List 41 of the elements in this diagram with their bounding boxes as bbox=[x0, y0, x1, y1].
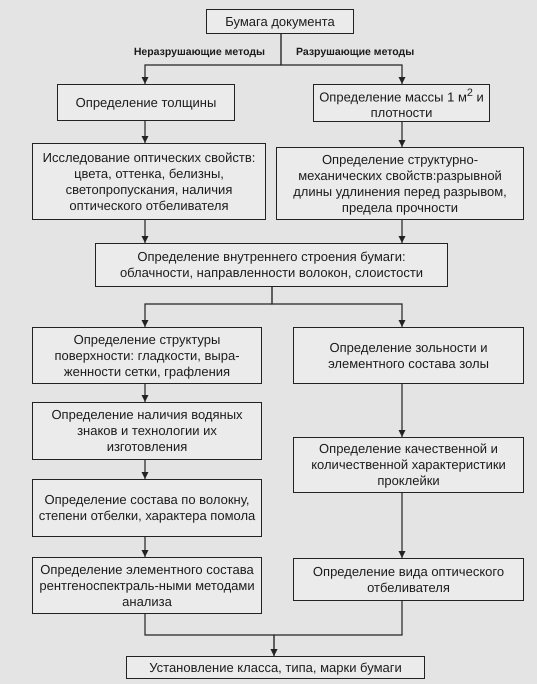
arrow bbox=[398, 122, 406, 147]
process-box bbox=[293, 558, 524, 601]
box-text: Исследование оптических свойств: цвета, оттенка, белизны, светопропускания, наличия оптического отбеливателя bbox=[42, 150, 256, 214]
process-box bbox=[293, 327, 524, 384]
process-box bbox=[32, 402, 262, 460]
arrow bbox=[142, 121, 148, 143]
box-text: Определение зольности и элементного состава золы bbox=[327, 340, 490, 372]
arrow bbox=[142, 460, 148, 479]
arrow bbox=[280, 34, 406, 84]
box-text: Определение внутреннего строения бумаги: облачности, направленности волокон, слоистости bbox=[118, 249, 424, 281]
process-box bbox=[276, 147, 524, 220]
box-text: Определение элементного состава рентгеноспектраль-ными методами анализа bbox=[38, 562, 256, 610]
arrow bbox=[398, 493, 406, 558]
box-text: Определение состава по волокну, степени отбелки, характера помола bbox=[38, 492, 256, 524]
arrow bbox=[271, 287, 406, 327]
process-box bbox=[32, 327, 262, 384]
arrow bbox=[398, 384, 406, 437]
process-box bbox=[293, 437, 524, 493]
box-text: Определение вида оптического отбеливателя bbox=[312, 564, 506, 596]
box-text: Бумага документа bbox=[225, 14, 335, 30]
edge-label: Неразрушающие методы bbox=[134, 46, 265, 58]
box-text: Установление класса, типа, марки бумаги bbox=[149, 660, 402, 676]
arrow bbox=[142, 537, 148, 557]
box-text: Определение структурно-механических свойств:разрывной длины удлинения перед разрывом, предела прочности bbox=[292, 152, 508, 216]
process-box bbox=[32, 479, 262, 537]
arrow bbox=[142, 220, 148, 243]
arrow bbox=[398, 220, 406, 243]
process-box bbox=[126, 656, 425, 679]
process-box bbox=[95, 243, 448, 287]
process-box bbox=[57, 84, 235, 121]
box-text: Определение наличия водяных знаков и технологии их изготовления bbox=[50, 407, 244, 455]
box-text: Определение массы 1 м$^{2}$ и плотности bbox=[319, 86, 484, 122]
process-box bbox=[206, 9, 354, 34]
box-text: Определение качественной и количественной характеристики проклейки bbox=[310, 441, 507, 489]
arrow bbox=[270, 601, 403, 656]
edge-label: Разрушающие методы bbox=[296, 46, 414, 58]
process-box bbox=[32, 143, 266, 220]
arrow bbox=[142, 384, 148, 402]
process-box bbox=[32, 557, 262, 614]
box-text: Определение структуры поверхности: гладкости, выра-женности сетки, графления bbox=[53, 332, 241, 380]
box-text: Определение толщины bbox=[76, 94, 216, 110]
